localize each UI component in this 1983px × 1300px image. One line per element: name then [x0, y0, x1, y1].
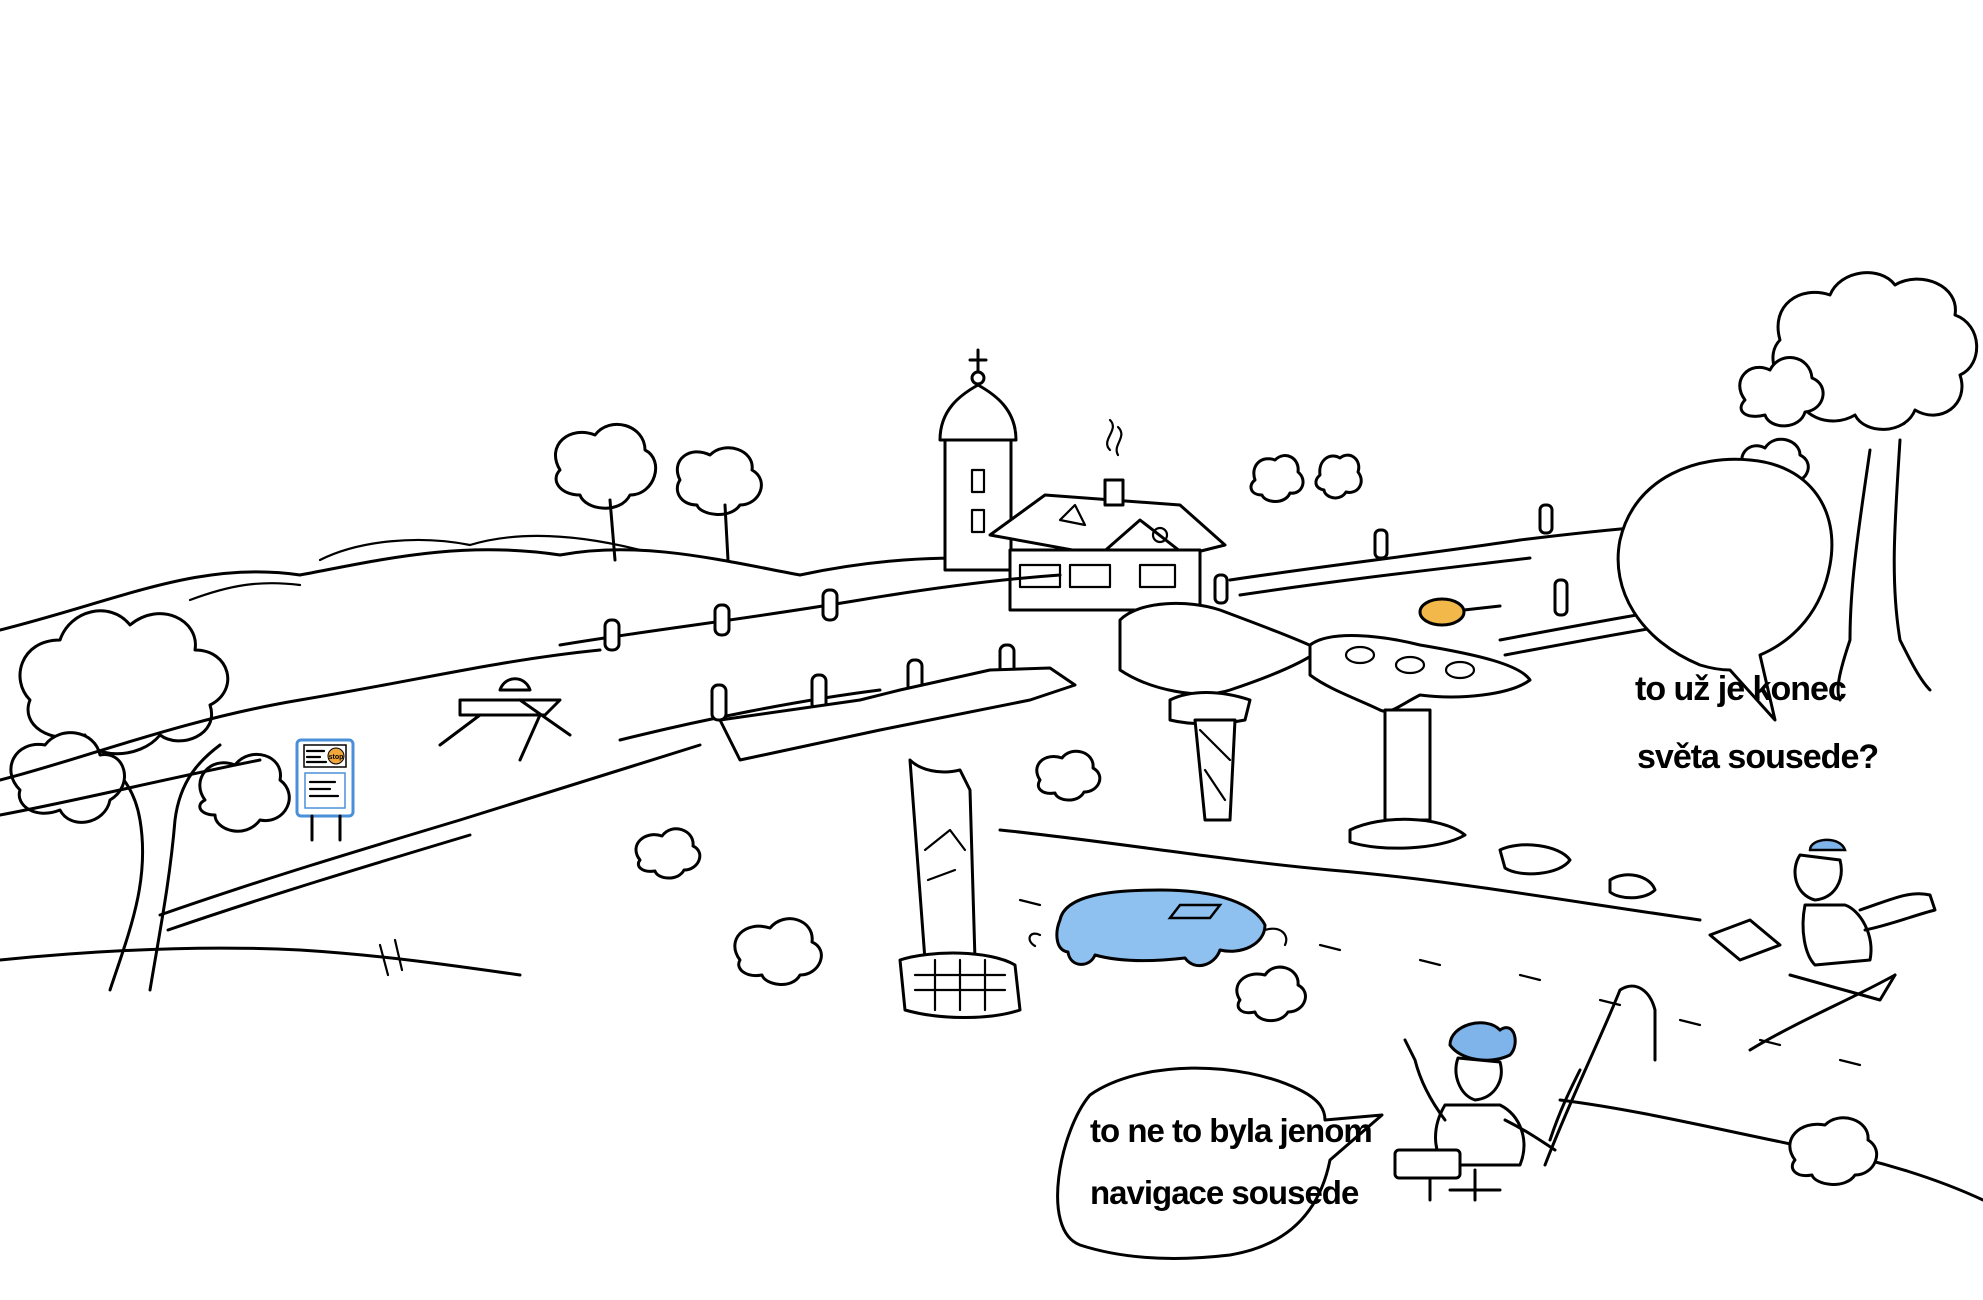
road-sign-icon: stop [295, 738, 355, 842]
house-icon [988, 418, 1227, 612]
speech-text-line: světa sousede? [1637, 738, 1878, 776]
broken-bridge-icon [718, 602, 1532, 1019]
fisherman-icon [1393, 984, 1657, 1202]
speech-bubble: to ne to byla jenom navigace sousede [1056, 1066, 1384, 1260]
church-tower-icon [938, 348, 1018, 572]
frying-pan-icon [1418, 597, 1502, 627]
stop-badge: stop [329, 754, 344, 761]
fisherman-icon [1708, 838, 1937, 1052]
speech-text-line: to ne to byla jenom [1090, 1112, 1372, 1149]
riverbank [0, 828, 1983, 1202]
speech-bubble: to už je konec světa sousede? [1616, 457, 1879, 776]
car-icon [1028, 888, 1288, 968]
speech-text-line: to už je konec [1635, 670, 1846, 708]
bench-wreck [438, 677, 572, 762]
bushes [634, 749, 1102, 986]
background-hills [0, 534, 1002, 632]
tree-icon [9, 271, 1979, 992]
road-left [0, 573, 1062, 932]
speech-text-line: navigace sousede [1090, 1174, 1359, 1211]
